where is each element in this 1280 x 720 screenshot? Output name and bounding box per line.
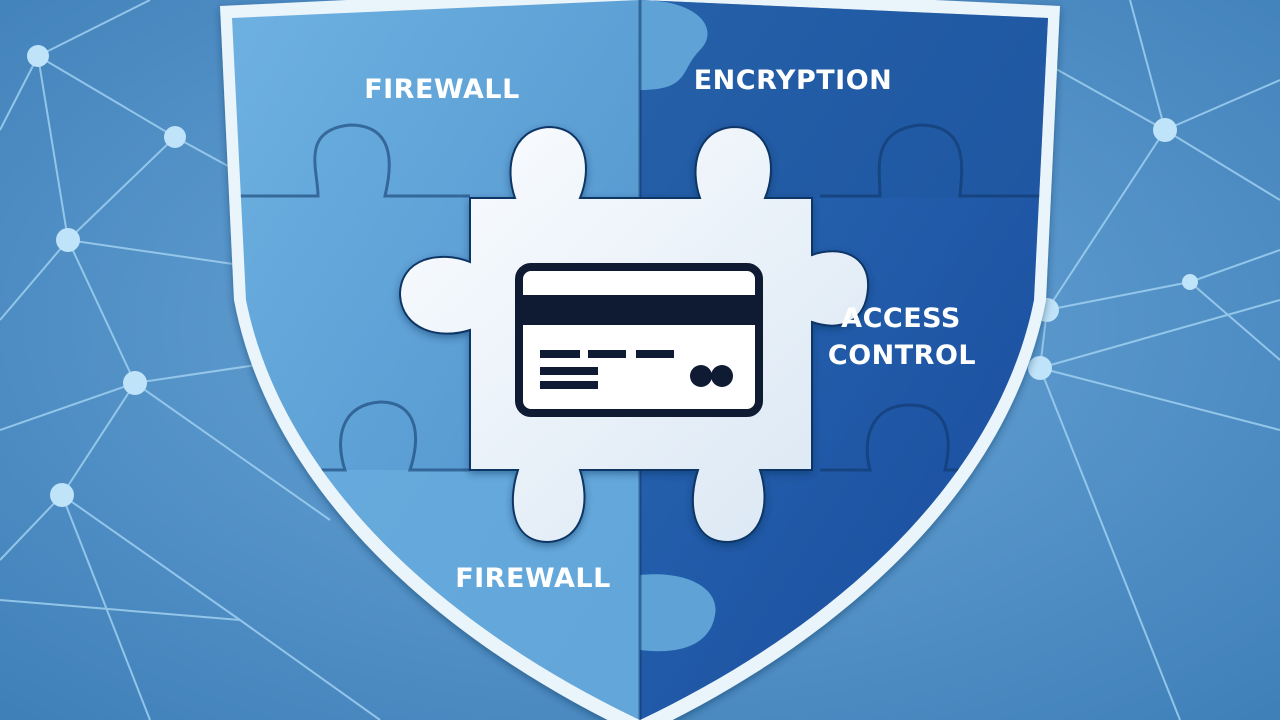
label-firewall-top: FIREWALL [364, 74, 520, 105]
label-encryption: ENCRYPTION [694, 65, 893, 96]
label-access: ACCESS [841, 303, 961, 334]
piece-top-tab [640, 0, 708, 90]
credit-card-icon [515, 263, 763, 417]
label-firewall-bottom: FIREWALL [455, 563, 611, 594]
network-nodes [27, 45, 1198, 507]
piece-bottom-tab [640, 574, 716, 652]
label-control: CONTROL [828, 340, 976, 371]
